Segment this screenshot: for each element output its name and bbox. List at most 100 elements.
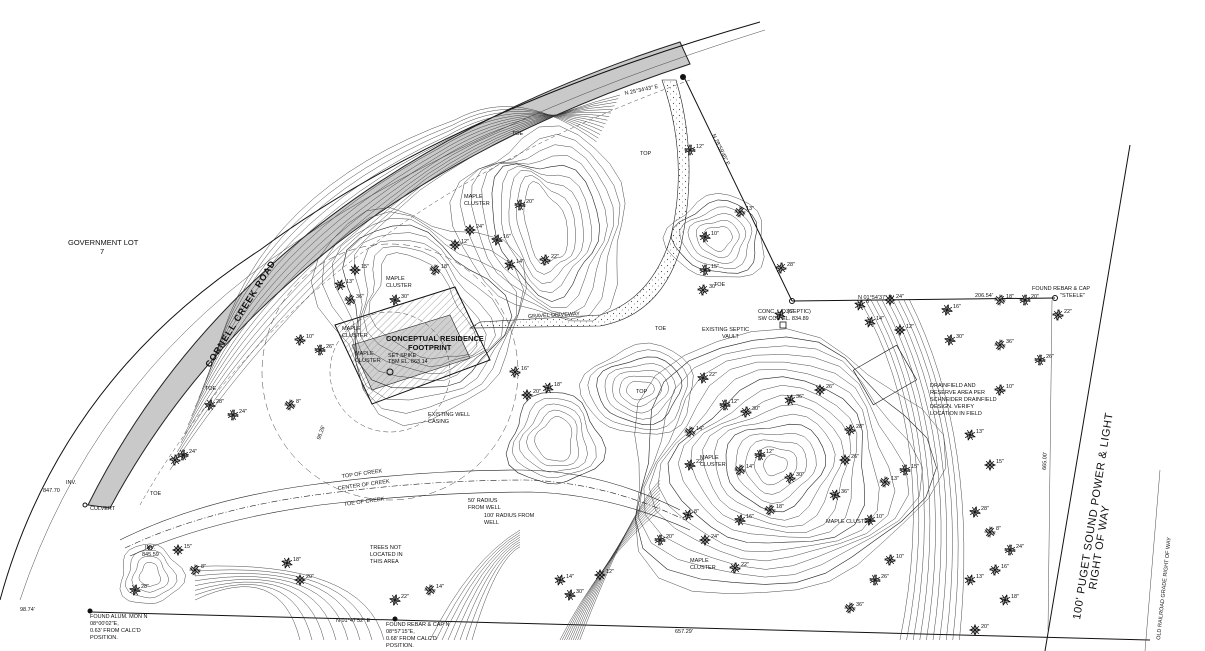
tree-icon [654, 534, 666, 546]
contour-line [559, 509, 661, 641]
tree-icon [729, 562, 741, 574]
tree-size-label: 16" [953, 304, 961, 310]
tree-icon [349, 264, 361, 276]
contour-line [670, 199, 758, 274]
tree-icon [227, 409, 239, 421]
contour-line [194, 569, 373, 641]
contour-line [194, 114, 608, 408]
tree-icon [969, 624, 981, 636]
tree-icon [697, 372, 709, 384]
tree-symbols: 24"16"18"20"22"14"12"30"36"26"10"13"15"2… [129, 144, 1072, 636]
contour-line [198, 114, 606, 399]
contour-line [471, 546, 521, 641]
found-rebar-steele-2: "STEELE" [1060, 293, 1085, 299]
radius-100-1: 100' RADIUS FROM [484, 513, 535, 519]
found-rebar-1: FOUND REBAR & CAP N [386, 622, 449, 628]
contour-line [898, 299, 953, 641]
tree-size-label: 18" [1006, 294, 1014, 300]
contour-line [173, 98, 619, 462]
tree-size-label: 30" [796, 472, 804, 478]
contour-line [505, 392, 607, 485]
bearing-right-dist: 206.54' [975, 293, 993, 299]
tree-icon [844, 424, 856, 436]
contour-line [870, 299, 925, 641]
maple-cluster-3a: MAPLE [342, 326, 361, 332]
contour-line [180, 105, 615, 444]
tree-icon [994, 384, 1006, 396]
contour-line [587, 349, 688, 431]
contour-line [212, 109, 599, 363]
tree-size-label: 13" [346, 279, 354, 285]
tree-icon [424, 584, 436, 596]
maple-cluster-7b: CLUSTER [690, 565, 716, 571]
contour-line [362, 246, 487, 367]
tree-size-label: 30" [709, 284, 717, 290]
contour-line [205, 112, 603, 381]
tree-size-label: 10" [306, 334, 314, 340]
contour-line [892, 299, 947, 641]
road-edge-inner [139, 79, 691, 506]
tree-size-label: 30" [576, 589, 584, 595]
tree-size-label: 30" [401, 294, 409, 300]
tree-size-label: 14" [436, 584, 444, 590]
culvert-inv-top [82, 502, 88, 508]
tree-size-label: 18" [1011, 594, 1019, 600]
contour-line [353, 232, 504, 381]
contour-line [194, 584, 313, 641]
found-rebar-3: 0.68' FROM CALC'D [386, 636, 437, 642]
drainfield-2: RESERVE AREA PER [930, 390, 985, 396]
tree-size-label: 16" [746, 514, 754, 520]
well-label-1: EXISTING WELL [428, 412, 470, 418]
tree-icon [281, 557, 293, 569]
tree-icon [734, 206, 746, 218]
tree-size-label: 8" [996, 526, 1001, 532]
tree-size-label: 18" [293, 557, 301, 563]
contour-line [735, 433, 817, 504]
trees-not-3: THIS AREA [370, 559, 399, 565]
contour-line [579, 342, 694, 435]
tree-icon [1004, 544, 1016, 556]
tree-size-label: 15" [711, 264, 719, 270]
tree-icon [177, 449, 189, 461]
inv-top-value: 847.70 [43, 488, 60, 494]
contour-line [690, 394, 852, 533]
contour-line [518, 403, 588, 473]
tree-size-label: 20" [981, 624, 989, 630]
contour-line [725, 423, 827, 513]
tree-size-label: 12" [696, 144, 704, 150]
top-label-2: TOP [640, 151, 652, 157]
contour-line [194, 579, 337, 641]
maple-cluster-5b: CLUSTER [700, 462, 726, 468]
inv-bottom-value: 845.59 [142, 552, 159, 558]
maple-cluster-1b: CLUSTER [464, 201, 490, 207]
tree-size-label: 14" [516, 259, 524, 265]
creek-top-line [119, 469, 681, 541]
tree-icon [429, 264, 441, 276]
contour-line [516, 174, 576, 275]
contour-line [187, 112, 612, 426]
found-alum-1: FOUND ALUM. MON N [90, 614, 147, 620]
tree-icon [539, 254, 551, 266]
dist-vertical-east: 665.00' [1042, 452, 1049, 470]
tree-size-label: 16" [1001, 564, 1009, 570]
contour-line [429, 529, 521, 641]
contour-line [859, 299, 914, 641]
creek-toe-line [129, 491, 691, 557]
tree-icon [884, 554, 896, 566]
found-alum-3: 0.63' FROM CALC'D [90, 628, 141, 634]
tree-size-label: 26" [826, 384, 834, 390]
contour-line [677, 384, 858, 538]
tree-icon [814, 384, 826, 396]
contour-line [194, 565, 385, 641]
contour-line [209, 111, 601, 372]
footprint-title-2: FOOTPRINT [408, 343, 452, 352]
government-lot-label: GOVERNMENT LOT [68, 238, 139, 247]
tree-size-label: 15" [184, 544, 192, 550]
tree-size-label: 10" [711, 231, 719, 237]
bearing-top: N 25°34'43" E [624, 84, 659, 97]
dist-left: 98.74' [20, 607, 35, 613]
tree-icon [699, 231, 711, 243]
tree-size-label: 8" [296, 399, 301, 405]
